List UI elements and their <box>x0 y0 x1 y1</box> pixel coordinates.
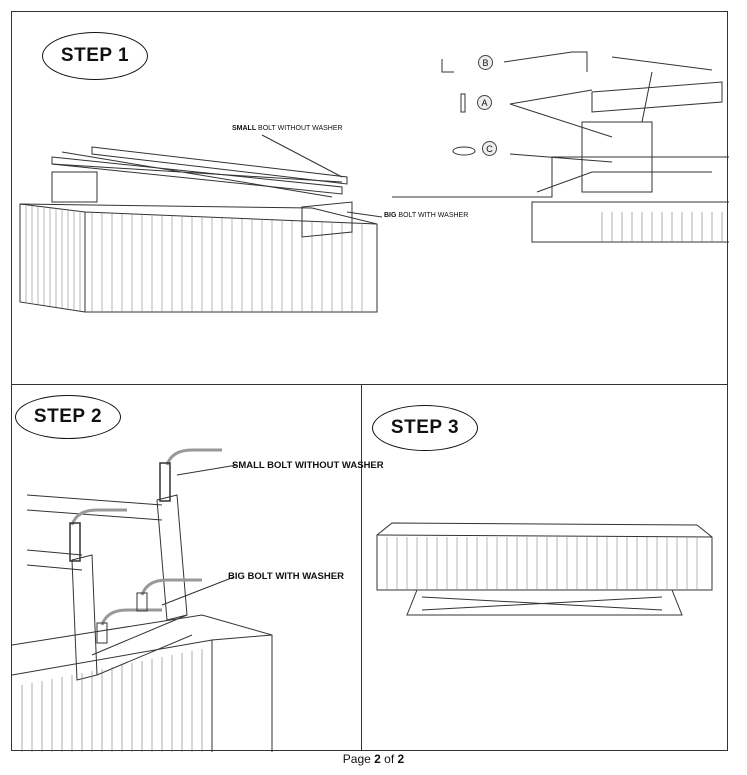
footer-of: of <box>380 752 398 766</box>
small-bolt-label-bold: SMALL <box>232 125 257 132</box>
page-footer: Page 2 of 2 <box>0 752 747 766</box>
footer-prefix: Page <box>342 752 375 766</box>
big-bolt-label-rest: BOLT WITH WASHER <box>396 212 469 219</box>
part-b-label: B <box>482 57 489 68</box>
footer-page-number: 2 <box>374 752 381 766</box>
footer-page-total: 2 <box>397 752 405 766</box>
step-3-title: STEP 3 <box>390 417 460 438</box>
step-1-title: STEP 1 <box>60 45 130 66</box>
step-2-title: STEP 2 <box>33 406 103 427</box>
step-1-panel: STEP 1 SMALL BOLT WITHOUT WASHER BIG BOL… <box>11 11 729 385</box>
small-bolt-label: SMALL BOLT WITHOUT WASHER <box>232 125 343 132</box>
step-2-illustration <box>12 448 273 752</box>
step-3-badge: STEP 3 <box>372 405 478 451</box>
step-1-badge: STEP 1 <box>42 32 148 80</box>
step-3-illustration <box>376 522 713 616</box>
big-bolt-label-step-2: BIG BOLT WITH WASHER <box>228 571 344 582</box>
step-2-badge: STEP 2 <box>15 395 121 439</box>
step-1-illustration <box>19 51 729 313</box>
step-2-panel: STEP 2 SMALL BOLT WITHOUT WASHER BIG BOL… <box>11 384 384 752</box>
part-a-label: A <box>481 97 488 108</box>
big-bolt-label: BIG BOLT WITH WASHER <box>384 212 468 219</box>
part-c-marker: C <box>482 141 497 156</box>
small-bolt-label-step-2: SMALL BOLT WITHOUT WASHER <box>232 460 384 471</box>
small-bolt-label-rest: BOLT WITHOUT WASHER <box>256 125 343 132</box>
big-bolt-label-bold: BIG <box>384 212 397 219</box>
step-3-panel: STEP 3 <box>361 384 728 751</box>
part-b-marker: B <box>478 55 493 70</box>
part-a-marker: A <box>477 95 492 110</box>
part-c-label: C <box>486 143 493 154</box>
